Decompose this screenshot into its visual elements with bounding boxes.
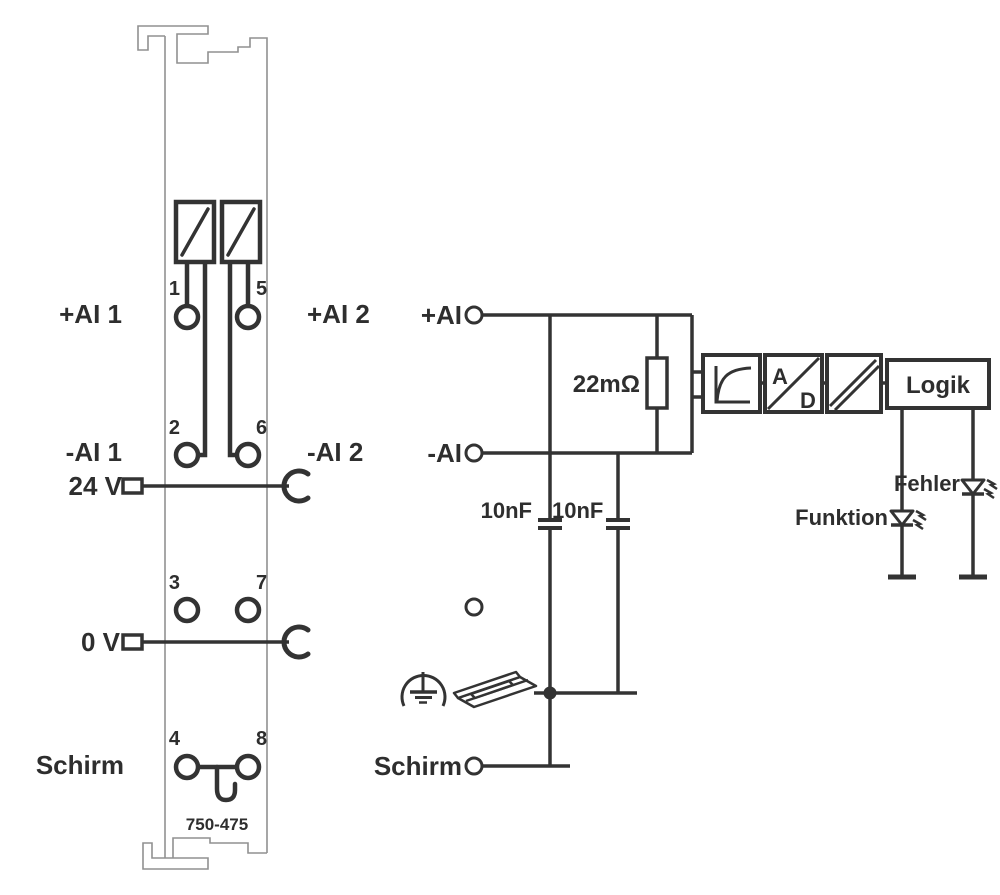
plug-square-icon <box>121 477 144 495</box>
terminal-number: 3 <box>169 572 180 594</box>
terminal-number: 2 <box>169 417 180 439</box>
label-24v: 24 V <box>69 471 123 501</box>
terminal-number: 5 <box>256 278 267 300</box>
terminal-7 <box>234 596 262 624</box>
terminal-2 <box>173 441 201 469</box>
led-error-icon <box>960 478 998 500</box>
wire-ch2-minus <box>227 262 236 458</box>
label-ai1-minus: -AI 1 <box>66 437 122 467</box>
terminal-8 <box>234 753 262 781</box>
supply-24v <box>121 468 311 504</box>
input-terminal-shield <box>464 756 484 776</box>
supply-0v <box>121 624 311 660</box>
unused-terminal <box>464 597 484 617</box>
led-function-icon <box>889 509 927 531</box>
label-led-error: Fehler <box>894 471 960 496</box>
socket-icon <box>281 624 311 660</box>
filter-block <box>701 353 762 414</box>
shunt-resistor-icon <box>645 356 669 410</box>
module-outline-bottom-foot <box>142 842 209 870</box>
label-logik: Logik <box>906 372 971 399</box>
internal-schematic: +AI -AI Schirm 10nF 10nF 22mΩ <box>374 300 998 781</box>
label-shunt: 22mΩ <box>573 371 640 398</box>
part-number: 750-475 <box>186 815 248 834</box>
terminal-5 <box>234 303 262 331</box>
io-module: 1 5 2 6 3 7 4 8 +AI 1 +AI 2 -AI 1 -AI 2 … <box>36 25 370 870</box>
label-ai1-plus: +AI 1 <box>59 299 122 329</box>
label-cap2: 10nF <box>552 498 603 523</box>
terminal-number: 8 <box>256 728 267 750</box>
logic-block: Logik <box>885 358 991 410</box>
label-cap1: 10nF <box>481 498 532 523</box>
isolation-channel-2-icon <box>219 199 263 265</box>
label-ai-plus: +AI <box>421 300 462 330</box>
galvanic-isolation-block <box>825 353 883 414</box>
label-ai2-plus: +AI 2 <box>307 299 370 329</box>
module-outline-bottom-tongue <box>172 837 267 858</box>
junction-dot <box>543 686 557 700</box>
label-led-function: Funktion <box>795 505 888 530</box>
terminal-4 <box>173 753 201 781</box>
din-rail-icon <box>452 670 538 709</box>
socket-icon <box>281 468 311 504</box>
label-adc-a: A <box>772 364 788 389</box>
label-schirm-module: Schirm <box>36 750 124 780</box>
label-adc-d: D <box>800 388 816 413</box>
isolation-channel-1-icon <box>173 199 217 265</box>
input-terminal-minus <box>464 443 484 463</box>
input-terminal-plus <box>464 305 484 325</box>
terminal-number: 4 <box>169 728 181 750</box>
label-schirm-schematic: Schirm <box>374 751 462 781</box>
label-ai-minus: -AI <box>427 438 462 468</box>
shield-hook <box>214 764 238 803</box>
capacitor-1-icon <box>538 518 562 530</box>
capacitor-2-icon <box>606 518 630 530</box>
ground-icon <box>400 672 447 707</box>
terminal-number: 1 <box>169 278 180 300</box>
terminal-number: 7 <box>256 572 267 594</box>
ad-diagonal <box>766 356 821 411</box>
terminal-3 <box>173 596 201 624</box>
ad-converter-block: A D <box>763 353 824 414</box>
label-ai2-minus: -AI 2 <box>307 437 363 467</box>
terminal-number: 6 <box>256 417 267 439</box>
wire-ch1-minus <box>199 262 208 458</box>
terminal-6 <box>234 441 262 469</box>
filter-curve-icon <box>715 366 752 402</box>
plug-square-icon <box>121 633 144 651</box>
module-outline-top <box>137 25 268 853</box>
terminal-1 <box>173 303 201 331</box>
label-0v: 0 V <box>81 627 121 657</box>
filter-curve-icon <box>714 366 750 404</box>
logic-box <box>885 358 991 410</box>
